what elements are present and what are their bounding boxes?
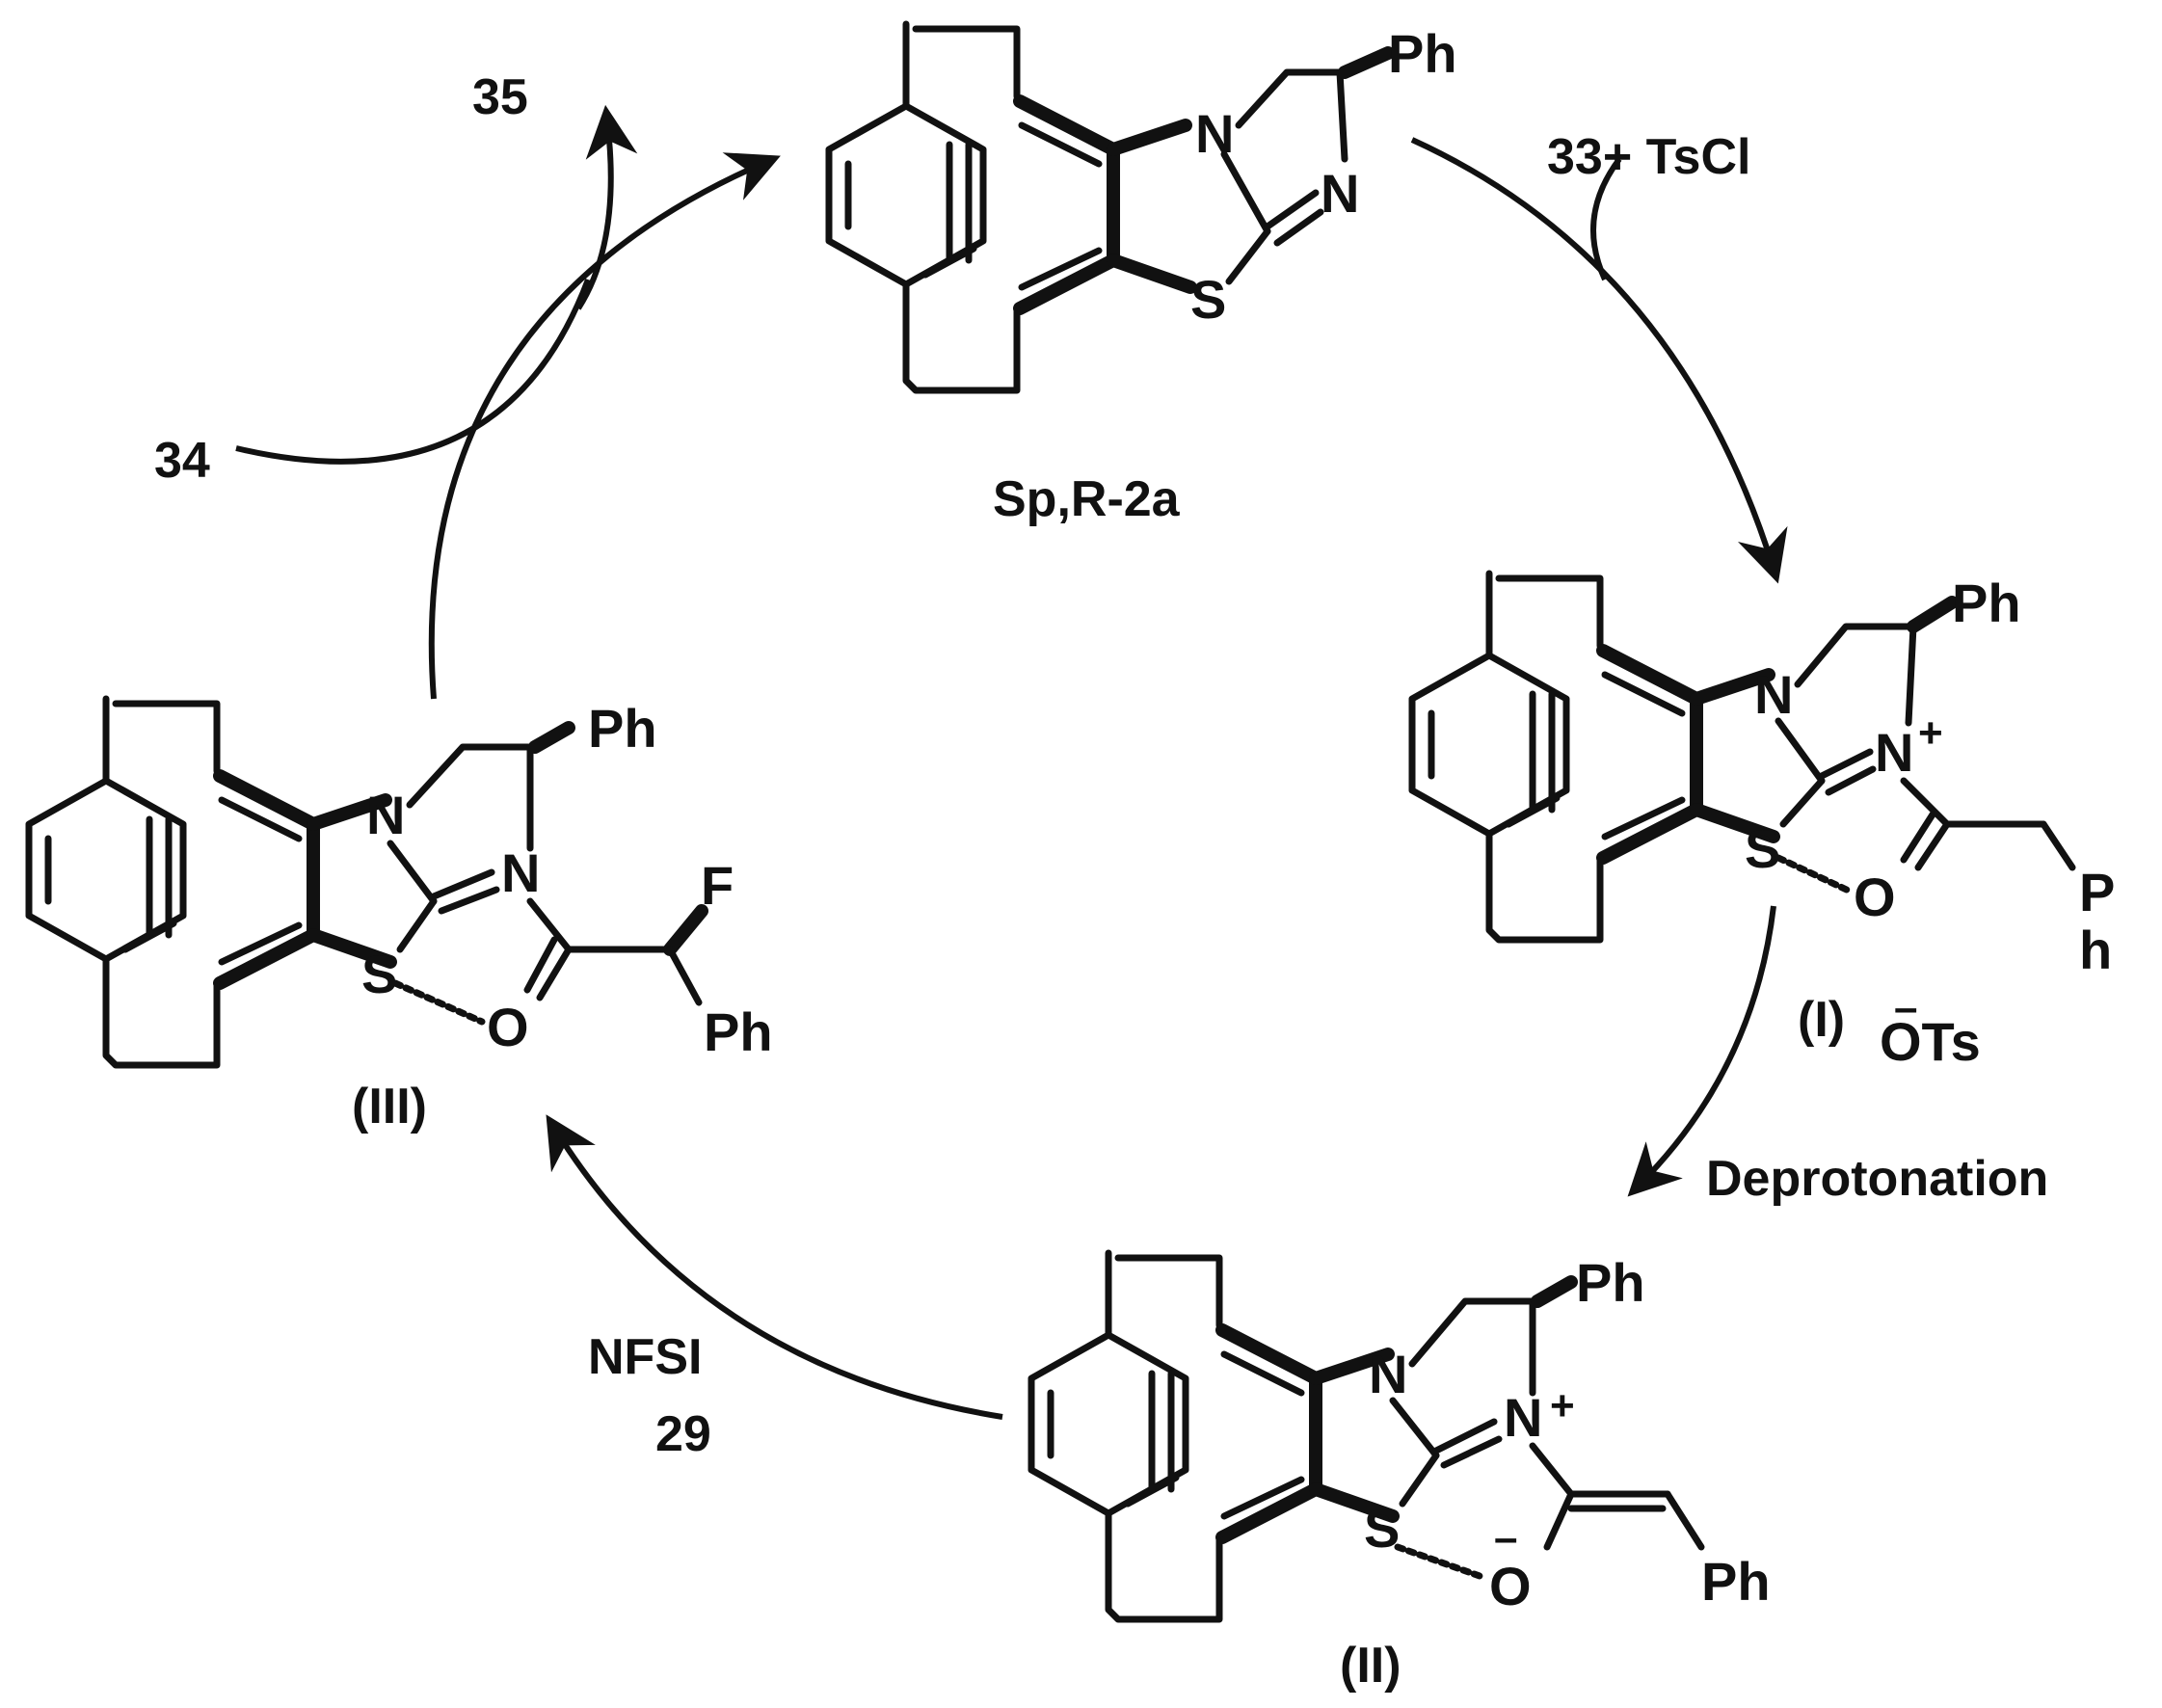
reagent-34-label: 34 (154, 433, 210, 489)
int3-f: F (701, 855, 734, 916)
intermediate-3-structure: N S N Ph O F Ph (29, 698, 773, 1065)
deprotonation-label: Deprotonation (1706, 1151, 2048, 1207)
int3-n1: N (366, 785, 405, 845)
arrow-reagent-34-in (235, 278, 591, 465)
int2-s: S (1364, 1498, 1400, 1559)
arrow-reagent-33-in (1590, 157, 1622, 281)
int1-n1: N (1754, 664, 1793, 725)
int3-s: S (361, 944, 397, 1004)
intermediate-2-label: (II) (1340, 1638, 1401, 1694)
int2-minus: – (1494, 1514, 1517, 1561)
nfsi-number-label: 29 (655, 1406, 711, 1462)
arrow-int1-to-int2 (1627, 905, 1776, 1197)
product-35-label: 35 (472, 69, 528, 125)
int3-n2: N (501, 842, 540, 903)
arrow-int2-to-int3 (546, 1114, 1003, 1420)
intermediate-2-structure: N S N + Ph O – Ph (1031, 1252, 1771, 1619)
int3-ph: Ph (588, 698, 657, 759)
counterion-charge: – (1894, 984, 1917, 1031)
intermediate-3-label: (III) (352, 1079, 427, 1134)
nfsi-label: NFSI (588, 1329, 702, 1385)
int1-plus: + (1918, 709, 1943, 757)
catalyst-structure: N S N Ph (829, 23, 1457, 390)
int1-o: O (1854, 867, 1896, 927)
catalyst-s: S (1190, 269, 1226, 330)
catalyst-n2: N (1321, 163, 1359, 224)
int2-plus: + (1550, 1382, 1575, 1429)
int1-p: P (2079, 862, 2115, 922)
arrow-catalyst-to-int1 (1410, 137, 1788, 584)
arrow-int3-to-catalyst (428, 152, 781, 700)
catalyst-n1: N (1195, 103, 1234, 164)
int2-ph2: Ph (1701, 1551, 1771, 1612)
arrow-product-35-out (575, 104, 638, 310)
catalyst-label: Sp,R-2a (993, 471, 1181, 527)
catalyst-ph: Ph (1388, 23, 1457, 84)
int2-n2: N (1504, 1387, 1542, 1448)
int1-ph: Ph (1952, 573, 2021, 633)
int1-s: S (1745, 818, 1780, 879)
int2-ph: Ph (1576, 1252, 1645, 1313)
int1-n2: N (1875, 722, 1913, 783)
int2-o: O (1489, 1556, 1532, 1616)
int3-o: O (487, 997, 529, 1057)
intermediate-1-label: (I) (1798, 992, 1845, 1048)
int2-n1: N (1369, 1344, 1407, 1404)
reagent-33-tscl-label: 33+ TsCl (1547, 129, 1750, 185)
intermediate-1-structure: N S N + Ph O P h (1412, 573, 2115, 980)
int1-h: h (2079, 920, 2112, 980)
int3-ph2: Ph (704, 1001, 773, 1062)
counterion-label: OTs (1880, 1011, 1981, 1072)
